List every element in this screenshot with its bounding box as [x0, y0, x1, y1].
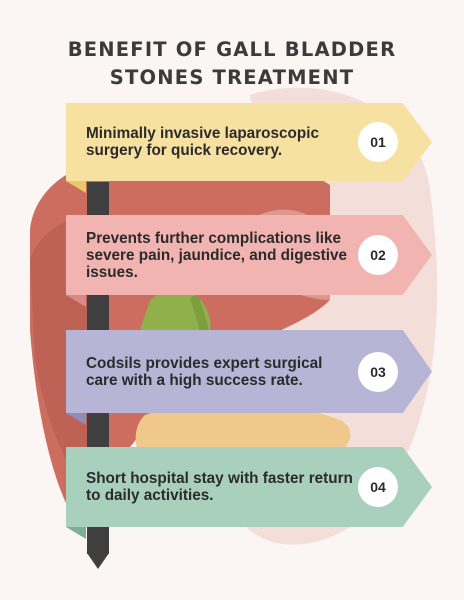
step-number-badge: 04: [358, 467, 398, 507]
title-line-2: STONES TREATMENT: [109, 66, 355, 89]
step-number-badge: 03: [358, 351, 398, 392]
step-number-badge: 02: [358, 235, 398, 275]
step-text: Short hospital stay with faster return t…: [86, 470, 353, 504]
title-line-1: BENEFIT OF GALL BLADDER: [67, 38, 397, 61]
page-title: BENEFIT OF GALL BLADDER STONES TREATMENT: [20, 36, 444, 92]
step-card-3: Codsils provides expert surgical care wi…: [66, 330, 432, 413]
step-fold: [66, 413, 86, 425]
step-card-2: Prevents further complications like seve…: [66, 215, 432, 295]
step-fold: [66, 181, 86, 193]
step-number-badge: 01: [358, 122, 398, 162]
step-text: Codsils provides expert surgical care wi…: [86, 354, 323, 389]
step-card-1: Minimally invasive laparoscopic surgery …: [66, 103, 432, 181]
step-text: Prevents further complications like seve…: [86, 229, 347, 281]
step-text: Minimally invasive laparoscopic surgery …: [86, 125, 319, 159]
step-card-4: Short hospital stay with faster return t…: [66, 447, 432, 527]
step-fold: [66, 527, 86, 539]
step-fold: [66, 295, 86, 307]
signpost-pole-tip: [87, 553, 109, 569]
